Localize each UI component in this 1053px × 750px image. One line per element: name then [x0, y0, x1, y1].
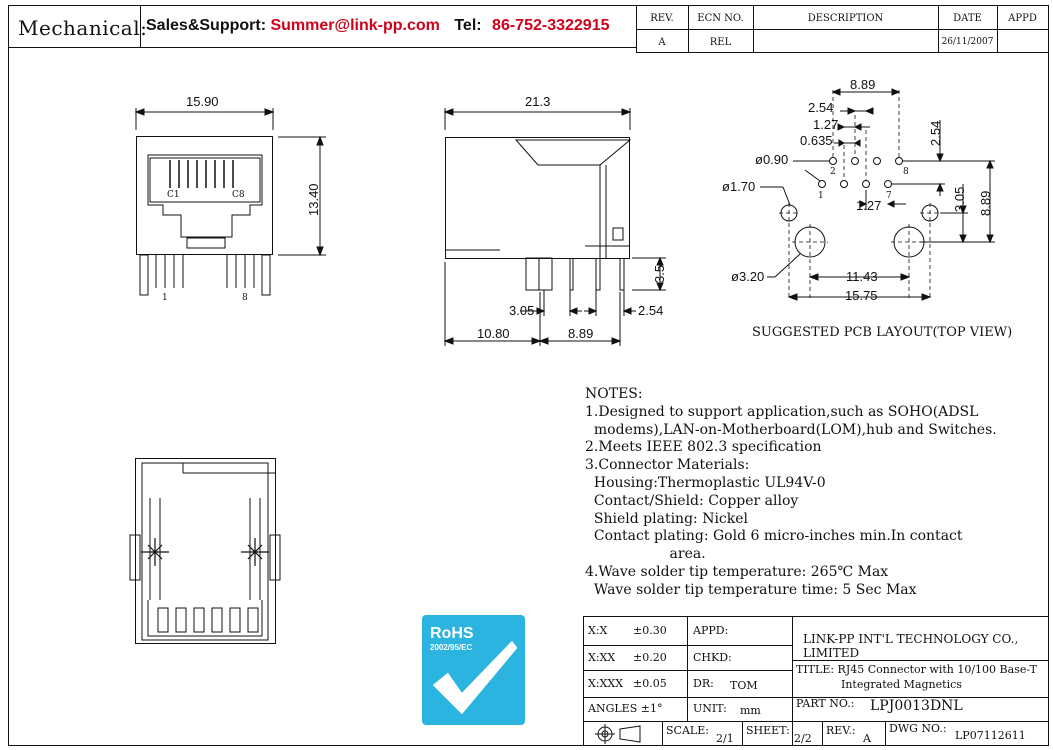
sales-contact: Sales&Support: Summer@link-pp.com Tel: 8…	[146, 17, 609, 35]
sales-label: Sales&Support:	[146, 17, 267, 34]
pcb-pin2-label: 2	[830, 167, 836, 177]
scale-label: SCALE:	[666, 724, 709, 737]
tol-x-label: X:X	[588, 624, 608, 637]
side-dim-305: 3.05	[509, 303, 535, 318]
pcb-pin8-label: 8	[903, 167, 909, 177]
pcb-dim-1143: 11.43	[846, 269, 878, 284]
tel-label: Tel:	[454, 17, 482, 34]
pcb-dim-305-right: 3.05	[952, 186, 967, 212]
ecn-value: REL	[709, 37, 732, 48]
date-value: 26/11/2007	[941, 37, 994, 47]
title-line-1: TITLE: RJ45 Connector with 10/100 Base-T	[796, 663, 1038, 676]
side-length-dim: 21.3	[525, 94, 551, 109]
ecn-header: ECN NO.	[697, 13, 744, 24]
bottom-view	[129, 458, 281, 644]
chkd-label: CHKD:	[693, 651, 732, 664]
rev-label: REV.:	[826, 724, 856, 737]
pcb-dia-170: ø1.70	[722, 179, 756, 194]
note-line: 2.Meets IEEE 802.3 specification	[585, 439, 822, 456]
notes-title: NOTES:	[585, 386, 643, 402]
drawing-border	[8, 5, 1049, 746]
note-line: 4.Wave solder tip temperature: 265℃ Max	[585, 563, 889, 580]
front-pin8-label: 8	[242, 293, 248, 303]
sales-email[interactable]: Summer@link-pp.com	[270, 17, 440, 34]
pcb-dim-254-left: 2.54	[808, 100, 834, 115]
rev-value: A	[658, 37, 666, 48]
contact-c1-label: C1	[167, 190, 180, 200]
front-contacts	[169, 160, 234, 188]
side-dim-254: 2.54	[638, 303, 664, 318]
tol-xx-value: ±0.20	[633, 651, 667, 664]
note-line: 1.Designed to support application,such a…	[585, 403, 979, 420]
pcb-pin7-label: 7	[886, 191, 892, 201]
pcb-dia-320: ø3.20	[731, 269, 765, 284]
tol-xxx-value: ±0.05	[633, 677, 667, 690]
pcb-dim-1575: 15.75	[845, 288, 878, 303]
side-view	[443, 108, 666, 346]
scale-value: 2/1	[716, 732, 734, 745]
rev-header: REV.	[650, 13, 674, 24]
unit-label: UNIT:	[693, 702, 727, 715]
company-name: LINK-PP INT'L TECHNOLOGY CO., LIMITED	[803, 632, 1019, 660]
contact-c8-label: C8	[232, 190, 245, 200]
description-header: DESCRIPTION	[807, 13, 884, 24]
side-pin-height-dim: 3.5	[652, 264, 667, 283]
pcb-layout	[760, 88, 995, 301]
pcb-dim-889-right: 8.89	[978, 190, 993, 216]
pcb-pin1-label: 1	[818, 191, 824, 201]
pcb-caption: SUGGESTED PCB LAYOUT(TOP VIEW)	[752, 325, 1013, 340]
date-header: DATE	[953, 13, 982, 24]
drawn-value: TOM	[730, 679, 758, 692]
pcb-dim-127-mid: 1.27	[856, 198, 882, 213]
unit-value: mm	[740, 704, 761, 717]
note-line: 3.Connector Materials:	[585, 457, 750, 474]
bottom-cross-right	[241, 538, 269, 566]
front-view	[134, 108, 326, 296]
pcb-small-holes	[818, 157, 903, 188]
front-pins	[139, 254, 271, 296]
rohs-title: RoHS	[430, 625, 474, 642]
mechanical-label: Mechanical:	[18, 16, 148, 40]
side-dim-889: 8.89	[568, 326, 594, 341]
rohs-subtitle: 2002/95/EC	[430, 643, 473, 652]
notes-block: NOTES:1.Designed to support application,…	[585, 386, 997, 600]
appd-header: APPD	[1008, 13, 1037, 24]
note-line: Contact plating: Gold 6 micro-inches min…	[585, 528, 963, 545]
note-line: Wave solder tip temperature time: 5 Sec …	[585, 581, 917, 598]
pcb-dim-127-left: 1.27	[813, 117, 839, 132]
front-pin1-label: 1	[162, 293, 168, 303]
dwg-no-value: LP07112611	[955, 729, 1026, 742]
dwg-no-label: DWG NO.:	[889, 722, 947, 735]
bottom-cross-left	[141, 538, 169, 566]
note-line: Contact/Shield: Copper alloy	[585, 492, 799, 509]
front-height-dim: 13.40	[306, 183, 321, 216]
note-line: area.	[585, 546, 706, 563]
rohs-logo-art	[422, 615, 525, 725]
tol-xxx-label: X:XXX	[588, 677, 624, 690]
front-width-dim: 15.90	[186, 94, 219, 109]
tol-x-value: ±0.30	[633, 624, 667, 637]
angles-tolerance: ANGLES ±1°	[588, 702, 663, 715]
pcb-dim-0635: 0.635	[800, 133, 833, 148]
side-dim-1080: 10.80	[477, 326, 510, 341]
pcb-dim-889-top: 8.89	[850, 77, 876, 92]
sheet-label: SHEET:	[746, 724, 790, 737]
tol-xx-label: X:XX	[588, 651, 616, 664]
part-no-label: PART NO.:	[796, 697, 855, 710]
part-number: LPJ0013DNL	[870, 698, 963, 714]
drawn-label: DR:	[693, 677, 714, 690]
appd-label: APPD:	[693, 624, 729, 637]
revision-table-grid	[636, 5, 1049, 53]
note-line: Housing:Thermoplastic UL94V-0	[585, 474, 826, 491]
rev-value: A	[863, 732, 871, 745]
title-line-2: Integrated Magnetics	[841, 678, 962, 691]
pcb-dia-090: ø0.90	[755, 152, 789, 167]
note-line: modems),LAN-on-Motherboard(LOM),hub and …	[585, 421, 997, 438]
pcb-dim-254-right: 2.54	[928, 120, 943, 146]
note-line: Shield plating: Nickel	[585, 510, 749, 527]
sheet-value: 2/2	[794, 732, 812, 745]
tel-value: 86-752-3322915	[492, 17, 610, 34]
title-block-grid	[583, 616, 1049, 746]
